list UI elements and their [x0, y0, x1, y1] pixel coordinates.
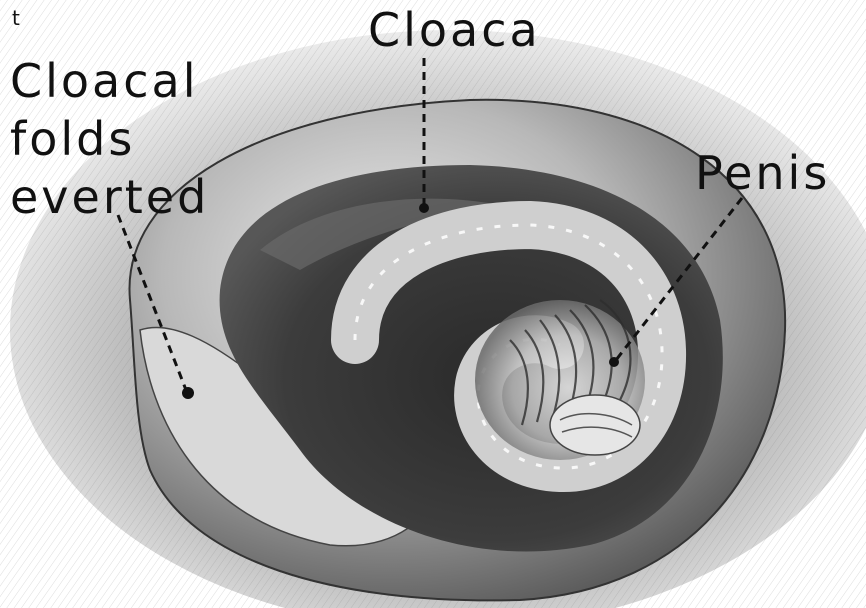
corner-mark: t	[12, 6, 20, 30]
label-penis: Penis	[695, 149, 830, 197]
leader-dot-cloacal-folds	[182, 387, 194, 399]
leader-dot-cloaca	[419, 203, 429, 213]
label-cloacal-folds-everted: Cloacal folds everted	[10, 52, 209, 226]
label-line: everted	[10, 168, 209, 226]
label-line: folds	[10, 110, 209, 168]
label-line: Cloacal	[10, 52, 209, 110]
leader-dot-penis	[609, 357, 619, 367]
label-cloaca: Cloaca	[368, 6, 541, 54]
